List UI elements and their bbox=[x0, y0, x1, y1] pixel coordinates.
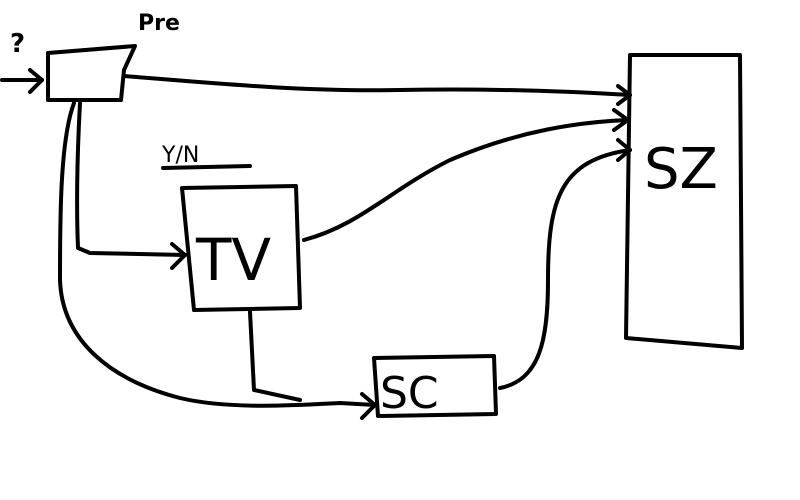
pre-label: Pre bbox=[138, 11, 180, 36]
sz-box bbox=[624, 53, 744, 350]
input-arrow bbox=[0, 68, 44, 94]
yn-underline bbox=[161, 164, 252, 170]
arrow-tv-to-sz bbox=[302, 108, 630, 242]
sz-label: SZ bbox=[644, 137, 718, 202]
tv-label: TV bbox=[195, 226, 271, 294]
arrow-sc-to-sz bbox=[498, 138, 632, 390]
arrow-pre-to-sz bbox=[122, 74, 632, 106]
arrow-pre-to-sc bbox=[58, 101, 377, 420]
yn-label: Y/N bbox=[161, 143, 199, 168]
sc-label: SC bbox=[380, 368, 439, 419]
tv-box bbox=[180, 184, 302, 312]
arrow-pre-to-tv bbox=[75, 101, 187, 270]
sc-box bbox=[372, 354, 498, 418]
arrow-tv-to-sc bbox=[248, 310, 302, 402]
input-label: ? bbox=[10, 29, 25, 59]
pre-box bbox=[46, 44, 137, 102]
